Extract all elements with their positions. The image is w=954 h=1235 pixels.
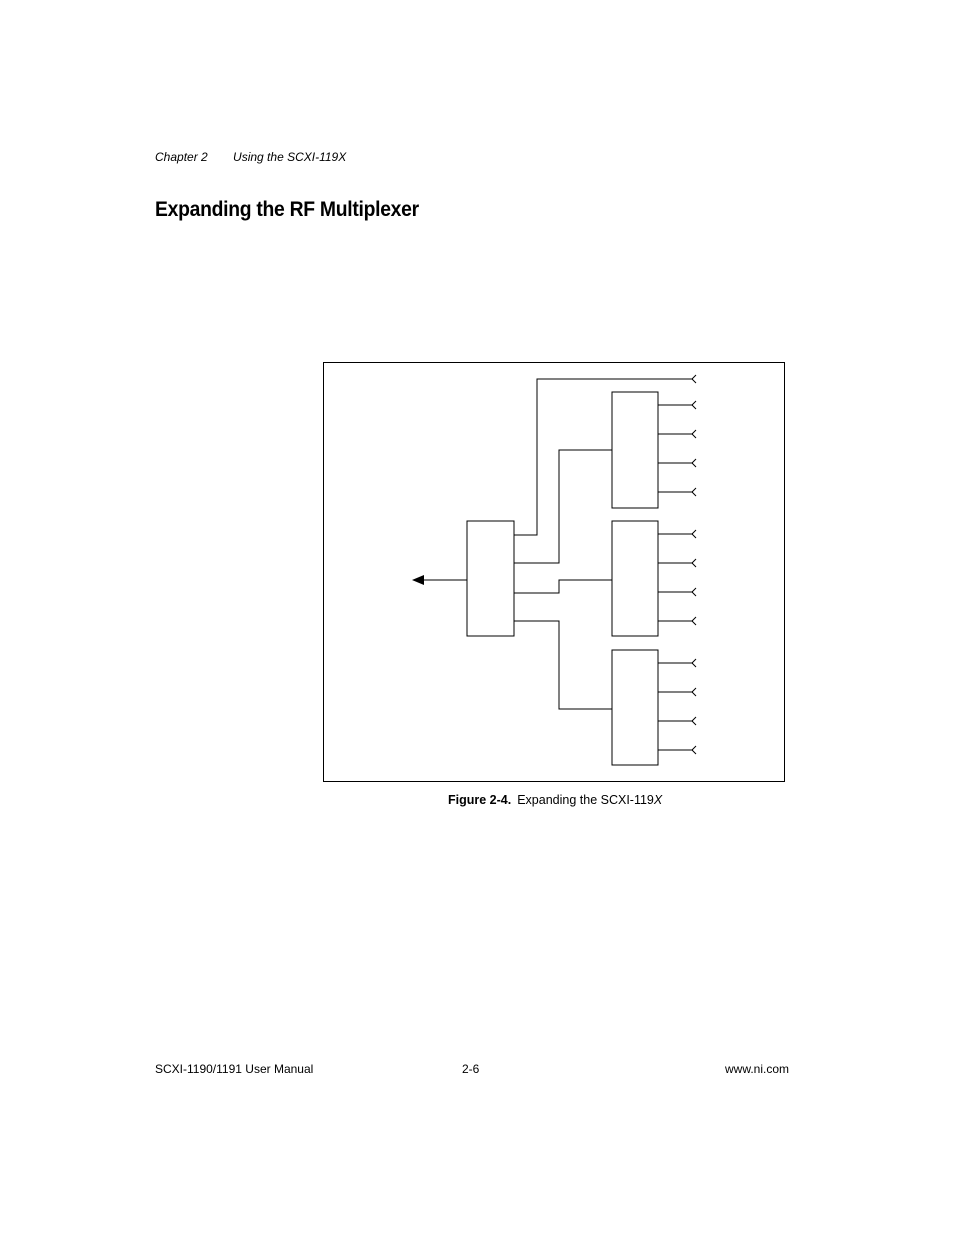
connect-line-1 [514,449,612,564]
output-arrowhead [412,575,424,585]
running-header: Chapter 2 Using the SCXI-119X [155,150,346,164]
chapter-number: Chapter 2 [155,150,208,164]
caption-text: Expanding the SCXI-119 [517,793,654,807]
diagram-canvas [412,374,697,766]
footer-page-number: 2-6 [462,1062,480,1076]
connect-line-2 [514,579,612,594]
caption-label: Figure 2-4. [448,793,512,807]
figure-caption: Figure 2-4. Expanding the SCXI-119X [448,793,662,807]
footer-manual-title: SCXI-1190/1191 User Manual [155,1062,314,1076]
multiplexer-diagram [323,362,785,782]
section-title: Expanding the RF Multiplexer [155,198,419,221]
connect-line-3 [514,620,612,710]
sub-multiplexer-block-3 [611,649,659,766]
sub-multiplexer-block-2 [611,520,659,637]
chapter-title: Using the SCXI-119X [233,150,347,164]
sub-multiplexer-block-1 [611,391,659,509]
main-multiplexer-block [466,520,515,637]
footer-website: www.ni.com [725,1062,790,1076]
caption-suffix: X [653,793,663,807]
direct-input-line [514,378,693,536]
